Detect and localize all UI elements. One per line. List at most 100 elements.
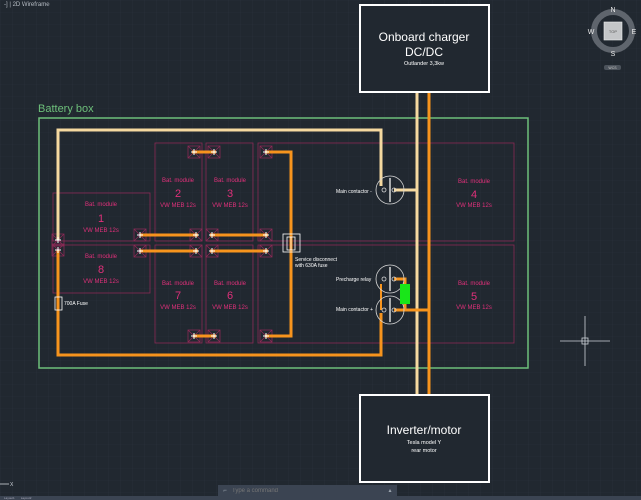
module-1-outline — [52, 192, 151, 242]
svg-text:VW MEB 12s: VW MEB 12s — [456, 203, 492, 209]
module-7-outline — [154, 244, 203, 344]
terminal-tick — [211, 149, 217, 155]
command-line[interactable]: ⌐ ▴ — [218, 485, 397, 496]
svg-text:TOP: TOP — [609, 29, 617, 34]
cursor-crosshair — [560, 316, 610, 366]
main-contactor-plus-label: Main contactor + — [336, 307, 373, 313]
svg-text:VW MEB 12s: VW MEB 12s — [83, 279, 119, 285]
terminal-tick — [263, 248, 269, 254]
command-history-icon[interactable]: ⌐ — [223, 487, 227, 494]
svg-text:VW MEB 12s: VW MEB 12s — [212, 305, 248, 311]
svg-text:6: 6 — [227, 290, 233, 302]
precharge-wire-a — [394, 277, 407, 285]
module-8-outline — [52, 244, 151, 294]
charger-title: Onboard charger — [379, 30, 470, 44]
svg-text:Bat. module: Bat. module — [214, 281, 247, 287]
svg-text:3: 3 — [227, 188, 233, 200]
battery-box-label: Battery box — [38, 103, 94, 115]
svg-text:Bat. module: Bat. module — [458, 179, 491, 185]
svg-text:VW MEB 12s: VW MEB 12s — [160, 203, 196, 209]
svg-text:Bat. module: Bat. module — [85, 202, 118, 208]
wcs-menu — [604, 65, 621, 70]
module-4-outline — [257, 142, 515, 242]
component-labels: Main contactor - Precharge relay Main co… — [64, 189, 373, 313]
battery-box-outline — [38, 117, 529, 369]
terminal-tick — [211, 333, 217, 339]
svg-text:8: 8 — [98, 264, 104, 276]
main-contactor-plus[interactable] — [375, 295, 405, 325]
terminal-tick — [191, 333, 197, 339]
fuse-700a[interactable] — [54, 296, 63, 311]
status-bar: Layout1 Layout2 — [0, 496, 641, 500]
module-4: Bat. module 4 VW MEB 12s — [456, 179, 492, 209]
svg-text:Bat. module: Bat. module — [162, 178, 195, 184]
positive-wire-main — [56, 250, 383, 357]
layout-tab-1[interactable]: Layout1 — [4, 496, 15, 500]
svg-text:VW MEB 12s: VW MEB 12s — [212, 203, 248, 209]
layout-tab-2[interactable]: Layout2 — [20, 496, 32, 500]
charger-subtitle-dcdc: DC/DC — [405, 45, 443, 59]
service-disconnect[interactable] — [282, 233, 301, 253]
svg-text:5: 5 — [471, 291, 477, 303]
command-input[interactable] — [232, 487, 383, 494]
module-7: Bat. module 7 VW MEB 12s — [160, 281, 196, 311]
service-disconnect-label-2: with 630A fuse — [295, 263, 328, 269]
svg-text:7: 7 — [175, 290, 181, 302]
precharge-relay[interactable] — [375, 264, 405, 294]
inverter-model: Tesla model Y — [407, 440, 442, 446]
service-disconnect-label-1: Service disconnect — [295, 257, 338, 263]
charger-model: Outlander 3,3kw — [404, 61, 444, 67]
svg-text:VW MEB 12s: VW MEB 12s — [456, 305, 492, 311]
terminal-tick — [193, 232, 199, 238]
module-5: Bat. module 5 VW MEB 12s — [456, 281, 492, 311]
viewcube[interactable]: TOP N S E W WCS — [588, 7, 637, 70]
fuse-label: 700A Fuse — [64, 301, 88, 307]
terminal-tick — [55, 237, 61, 243]
svg-text:VW MEB 12s: VW MEB 12s — [160, 305, 196, 311]
module-8: Bat. module 8 VW MEB 12s — [83, 254, 119, 285]
contactors — [375, 175, 405, 325]
main-contactor-minus[interactable] — [375, 175, 405, 205]
module-6-outline — [205, 244, 254, 344]
precharge-resistor[interactable] — [400, 284, 410, 304]
ucs-icon: X — [0, 482, 14, 488]
inverter-location: rear motor — [411, 448, 437, 454]
terminal-tick — [137, 248, 143, 254]
terminal-tick — [191, 149, 197, 155]
onboard-charger[interactable]: Onboard charger DC/DC Outlander 3,3kw — [359, 4, 490, 93]
compass-south: S — [611, 51, 616, 58]
terminal-tick — [209, 248, 215, 254]
svg-text:X: X — [10, 482, 14, 488]
module-2-outline — [154, 142, 203, 242]
precharge-relay-label: Precharge relay — [336, 277, 372, 283]
svg-text:Bat. module: Bat. module — [162, 281, 195, 287]
svg-text:Bat. module: Bat. module — [85, 254, 118, 260]
svg-text:Bat. module: Bat. module — [214, 178, 247, 184]
module-3: Bat. module 3 VW MEB 12s — [212, 178, 248, 209]
terminal-tick — [137, 232, 143, 238]
terminal-tick — [209, 232, 215, 238]
viewcube-top-face — [603, 21, 623, 41]
inverter-motor[interactable]: Inverter/motor Tesla model Y rear motor — [359, 394, 490, 483]
terminal-tick — [263, 333, 269, 339]
terminal-tick — [55, 247, 61, 253]
wires — [56, 92, 431, 395]
module-6: Bat. module 6 VW MEB 12s — [212, 281, 248, 311]
compass-north: N — [610, 7, 615, 14]
svg-text:WCS: WCS — [608, 66, 617, 70]
compass-east: E — [632, 29, 637, 36]
negative-wire-main — [56, 128, 383, 240]
inverter-title: Inverter/motor — [387, 423, 462, 437]
svg-text:4: 4 — [471, 189, 477, 201]
command-settings-icon[interactable]: ▴ — [388, 488, 392, 494]
terminal-tick — [263, 149, 269, 155]
module-5-outline — [257, 244, 515, 344]
svg-text:Bat. module: Bat. module — [458, 281, 491, 287]
main-contactor-minus-label: Main contactor - — [336, 189, 372, 195]
terminal-tick — [193, 248, 199, 254]
module-outlines — [52, 142, 515, 344]
